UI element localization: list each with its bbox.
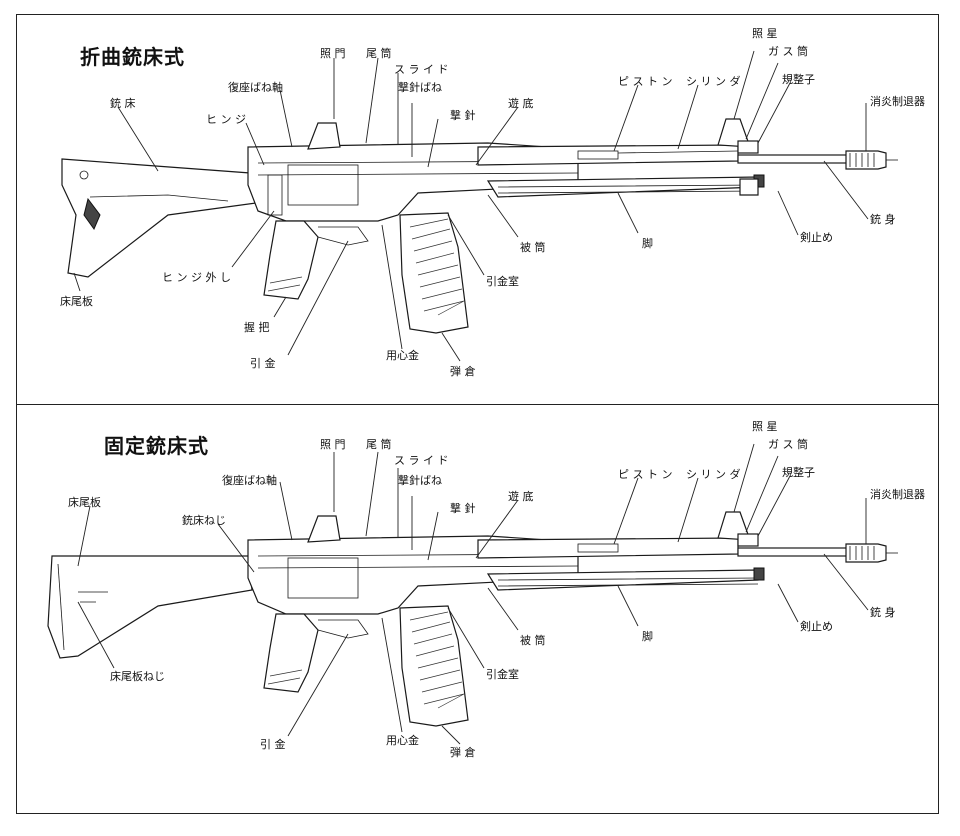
- muzzle-brake: [845, 150, 887, 170]
- barrel-tube: [477, 144, 739, 166]
- panel-folding-stock: 折曲銃床式 照 門 尾 筒 ス ラ イ ド 復座ばね軸 撃針ばね 撃 針 遊 底…: [18, 15, 938, 405]
- label-firing-pin: 撃 針: [450, 502, 476, 515]
- label-handguard: 被 筒: [520, 634, 546, 647]
- label-firing-pin: 撃 針: [450, 109, 476, 122]
- label-piston: ピ ス ト ン: [618, 468, 673, 481]
- label-cylinder: シ リ ン ダ: [686, 75, 741, 88]
- label-gas-regulator: 規整子: [782, 466, 815, 479]
- magazine: [399, 605, 469, 727]
- label-firing-pin-spring: 撃針ばね: [398, 474, 442, 487]
- barrel: [737, 547, 849, 557]
- fixed-stock: [47, 555, 253, 659]
- label-front-sight: 照 星: [752, 420, 778, 433]
- label-trigger-guard: 用心金: [386, 734, 419, 747]
- label-trigger-guard: 用心金: [386, 349, 419, 362]
- label-gas-regulator: 規整子: [782, 73, 815, 86]
- label-buttplate: 床尾板: [60, 295, 93, 308]
- label-handguard: 被 筒: [520, 241, 546, 254]
- label-cylinder: シ リ ン ダ: [686, 468, 741, 481]
- label-bolt: 遊 底: [508, 97, 534, 110]
- label-trigger: 引 金: [260, 738, 286, 751]
- label-stock: 銃 床: [110, 97, 136, 110]
- label-muzzle-brake: 消炎制退器: [870, 95, 925, 108]
- label-trigger-housing: 引金室: [486, 668, 519, 681]
- rear-sight: [307, 122, 341, 150]
- barrel-tube: [477, 537, 739, 559]
- label-bipod: 脚: [642, 630, 653, 643]
- panel-divider: [17, 404, 938, 405]
- label-rear-sight: 照 門: [320, 47, 346, 60]
- label-bayonet-lug: 剣止め: [800, 620, 833, 633]
- label-magazine: 弾 倉: [450, 365, 476, 378]
- trigger-guard: [317, 619, 369, 639]
- panel-fixed-stock: 固定銃床式 照 門 尾 筒 ス ラ イ ド 復座ばね軸 撃針ばね 撃 針 遊 底…: [18, 406, 938, 796]
- muzzle-brake: [845, 543, 887, 563]
- label-gas-tube: ガ ス 筒: [768, 438, 808, 451]
- rear-sight: [307, 515, 341, 543]
- label-front-sight: 照 星: [752, 27, 778, 40]
- barrel: [737, 154, 849, 164]
- label-hinge-release: ヒ ン ジ 外 し: [162, 271, 231, 284]
- magazine: [399, 212, 469, 334]
- label-firing-pin-spring: 撃針ばね: [398, 81, 442, 94]
- label-bolt: 遊 底: [508, 490, 534, 503]
- pistol-grip: [263, 613, 319, 693]
- label-recoil-spring-guide: 復座ばね軸: [222, 474, 277, 487]
- label-trigger-housing: 引金室: [486, 275, 519, 288]
- rifle-diagram-folding: [61, 50, 898, 362]
- label-rear-sight: 照 門: [320, 438, 346, 451]
- label-barrel: 銃 身: [870, 606, 896, 619]
- panel-title: 折曲銃床式: [80, 45, 185, 69]
- trigger-guard: [317, 226, 369, 246]
- outer-frame: [16, 14, 939, 814]
- rifle-diagram-fixed: [47, 443, 898, 745]
- label-hinge: ヒ ン ジ: [206, 113, 246, 126]
- label-buttplate: 床尾板: [68, 496, 101, 509]
- label-recoil-spring-guide: 復座ばね軸: [228, 81, 283, 94]
- label-magazine: 弾 倉: [450, 746, 476, 759]
- label-stock-screw: 銃床ねじ: [182, 514, 226, 527]
- label-slide: ス ラ イ ド: [394, 63, 449, 76]
- label-slide: ス ラ イ ド: [394, 454, 449, 467]
- label-receiver: 尾 筒: [366, 47, 392, 60]
- label-bipod: 脚: [642, 237, 653, 250]
- label-receiver: 尾 筒: [366, 438, 392, 451]
- label-barrel: 銃 身: [870, 213, 896, 226]
- pistol-grip: [263, 220, 319, 300]
- label-bayonet-lug: 剣止め: [800, 231, 833, 244]
- label-pistol-grip: 握 把: [244, 321, 270, 334]
- label-piston: ピ ス ト ン: [618, 75, 673, 88]
- label-buttplate-screw: 床尾板ねじ: [110, 670, 165, 683]
- label-trigger: 引 金: [250, 357, 276, 370]
- label-muzzle-brake: 消炎制退器: [870, 488, 925, 501]
- label-gas-tube: ガ ス 筒: [768, 45, 808, 58]
- panel-title: 固定銃床式: [104, 434, 209, 458]
